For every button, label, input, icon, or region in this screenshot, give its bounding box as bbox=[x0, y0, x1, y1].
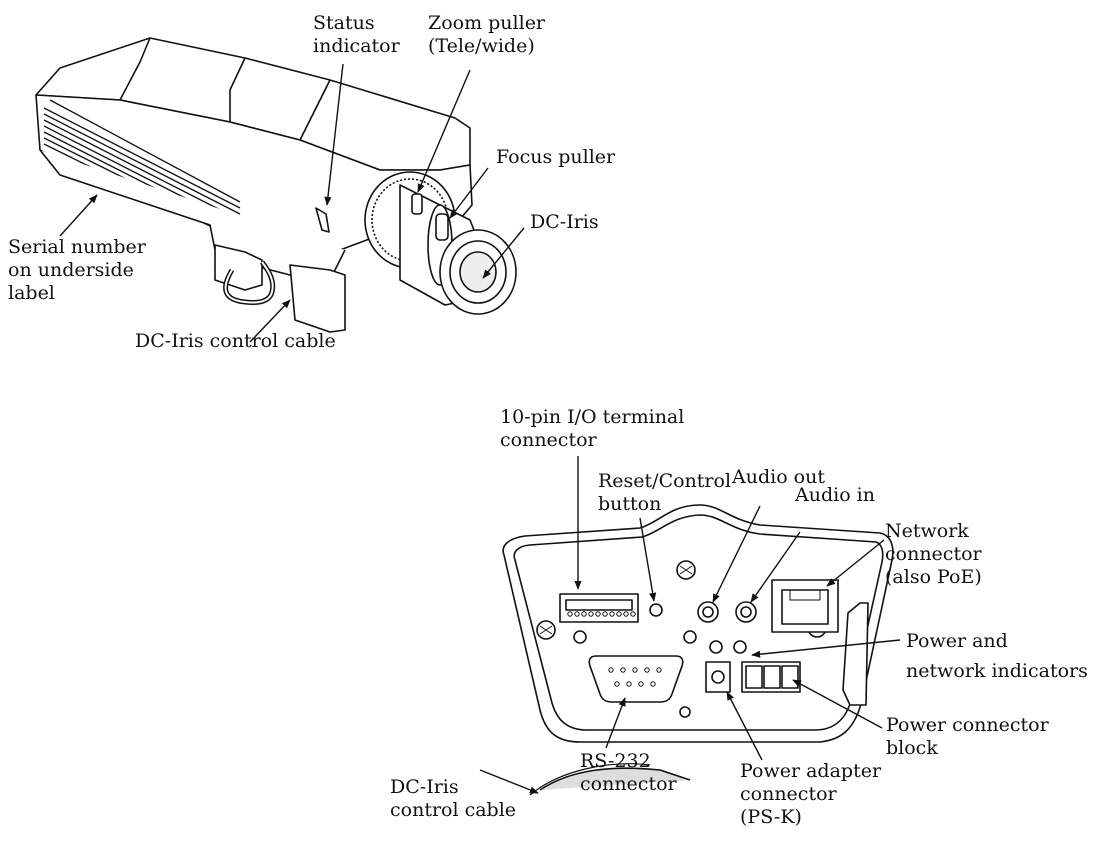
arrow-power-block bbox=[792, 679, 883, 729]
zoom-puller-knob bbox=[411, 193, 423, 215]
arrow-audio-out bbox=[712, 505, 761, 603]
power-connector-block bbox=[741, 661, 801, 693]
label-reset-button: Reset/Control button bbox=[598, 470, 732, 515]
dc-iris-cable-rear bbox=[539, 767, 691, 791]
network-indicator bbox=[733, 640, 747, 654]
arrow-rs232 bbox=[605, 697, 626, 749]
label-network-connector: Network connector (also PoE) bbox=[885, 520, 982, 588]
arrow-dc-iris-cable-rear bbox=[479, 769, 539, 794]
arrow-audio-in bbox=[750, 531, 801, 603]
label-dc-iris: DC-Iris bbox=[530, 211, 599, 233]
rear-callout-arrows bbox=[479, 456, 901, 794]
arrow-serial-number bbox=[59, 194, 98, 237]
label-audio-out: Audio out bbox=[732, 466, 825, 488]
power-indicator bbox=[709, 640, 723, 654]
arrow-reset-button bbox=[639, 517, 657, 602]
label-serial-number: Serial number on underside label bbox=[8, 236, 146, 304]
rear-housing-inner bbox=[513, 514, 884, 731]
label-indicators: Power and network indicators bbox=[906, 630, 1088, 682]
label-dc-iris-cable-front: DC-Iris control cable bbox=[135, 330, 336, 352]
arrow-network bbox=[826, 539, 885, 587]
label-audio-in: Audio in bbox=[795, 484, 875, 506]
rs232-port bbox=[588, 655, 684, 703]
io-terminal-pins bbox=[567, 611, 636, 617]
arrow-dc-iris bbox=[482, 227, 525, 279]
label-power-adapter: Power adapter connector (PS-K) bbox=[740, 760, 882, 828]
label-rs232: RS-232 connector bbox=[580, 750, 677, 795]
camera-front-view bbox=[35, 37, 517, 333]
status-indicator-light bbox=[315, 207, 330, 233]
arrow-power-adapter bbox=[726, 691, 763, 761]
rear-mount-bracket bbox=[842, 602, 869, 706]
front-callout-arrows bbox=[59, 63, 525, 343]
arrow-focus-puller bbox=[449, 167, 489, 219]
arrow-indicators bbox=[751, 639, 901, 658]
label-io-terminal: 10-pin I/O terminal connector bbox=[500, 406, 685, 451]
io-terminal-block bbox=[559, 593, 639, 623]
label-focus-puller: Focus puller bbox=[496, 146, 616, 168]
camera-rear-view bbox=[502, 504, 894, 796]
label-status-indicator: Status indicator bbox=[313, 12, 400, 57]
label-dc-iris-cable-rear: DC-Iris control cable bbox=[390, 776, 517, 821]
focus-puller-knob bbox=[435, 213, 449, 241]
reset-button bbox=[649, 603, 663, 617]
arrow-status-indicator bbox=[324, 63, 344, 206]
label-power-block: Power connector block bbox=[886, 714, 1049, 759]
lens-glass bbox=[459, 251, 497, 293]
arrow-dc-iris-cable-front bbox=[249, 299, 291, 343]
arrow-zoom-puller bbox=[417, 69, 471, 193]
rs232-pins bbox=[608, 667, 662, 687]
label-zoom-puller: Zoom puller (Tele/wide) bbox=[428, 12, 546, 57]
